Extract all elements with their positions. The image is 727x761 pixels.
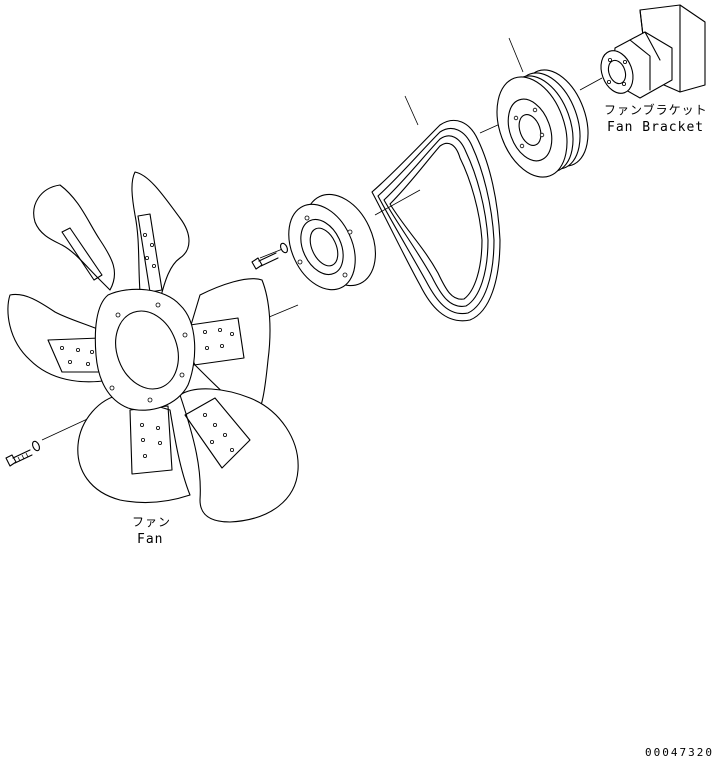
fan-label-en: Fan: [137, 532, 164, 547]
pulley-part: [496, 69, 589, 178]
fan-bracket-label-jp: ファンブラケット: [604, 103, 708, 117]
v-belt-part: [371, 120, 501, 322]
fan-blade-holes-bottom: [139, 422, 162, 458]
fan-blade-holes-br: [202, 412, 234, 452]
leader-lines: [404, 37, 524, 126]
washer-part: [32, 440, 40, 452]
fan-blade-holes-right: [202, 327, 234, 350]
fan-part: [7, 171, 299, 523]
fan-bracket-part: [600, 4, 706, 99]
washer-part-upper: [280, 242, 288, 254]
fan-hub-bolt-holes: [109, 302, 188, 403]
bolt-part-upper: [251, 252, 279, 270]
fan-bracket-label-en: Fan Bracket: [607, 120, 705, 135]
fan-blade-holes-left: [60, 345, 95, 366]
spacer-part: [288, 193, 376, 291]
drawing-number: 00047320: [645, 746, 714, 759]
bolt-part: [5, 449, 33, 467]
fan-blade-holes-top: [142, 232, 156, 268]
fan-label-jp: ファン: [132, 515, 172, 529]
